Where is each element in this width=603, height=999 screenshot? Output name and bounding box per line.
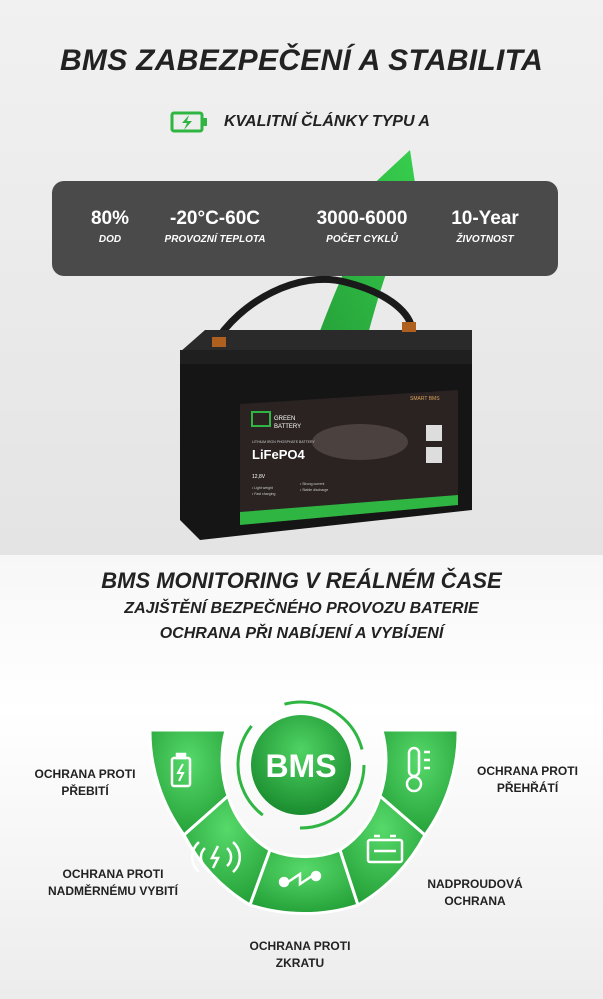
battery-feature-1: • Light weight: [252, 486, 273, 490]
monitoring-line-2: OCHRANA PŘI NABÍJENÍ A VYBÍJENÍ: [159, 625, 444, 642]
label-overcharge: OCHRANA PROTI PŘEBITÍ: [34, 767, 136, 798]
short-circuit-icon: [278, 870, 322, 888]
stats-panel: 80% DOD -20°C-60C PROVOZNÍ TEPLOTA 3000-…: [52, 181, 558, 276]
label-shortcircuit: OCHRANA PROTI ZKRATU: [249, 939, 351, 970]
stat-lifetime: 10-Year ŽIVOTNOST: [451, 208, 519, 245]
battery-smart: SMART BMS: [410, 396, 440, 402]
bms-ring: [236, 700, 366, 830]
thermometer-icon: [405, 746, 430, 793]
page-title: BMS ZABEZPEČENÍ A STABILITA: [59, 44, 544, 77]
bms-core: [251, 715, 351, 815]
label-overdischarge: OCHRANA PROTI NADMĚRNÉMU VYBITÍ: [47, 867, 178, 898]
subtitle: KVALITNÍ ČLÁNKY TYPU A: [224, 113, 430, 130]
monitoring-title: BMS MONITORING V REÁLNÉM ČASE: [101, 568, 502, 593]
battery-icon: [170, 752, 192, 788]
battery-type-small: LITHIUM IRON PHOSPHATE BATTERY: [252, 440, 315, 444]
subtitle-row: KVALITNÍ ČLÁNKY TYPU A: [170, 110, 430, 134]
stat-temperature: -20°C-60C PROVOZNÍ TEPLOTA: [164, 208, 266, 245]
battery-brand-2: BATTERY: [274, 424, 301, 430]
battery-feature-3: • Strong current: [300, 482, 324, 486]
battery-voltage: 12,8V: [252, 474, 266, 480]
stat-cycles: 3000-6000 POČET CYKLŮ: [316, 208, 408, 245]
battery-feature-4: • Stable discharge: [300, 488, 328, 492]
car-battery-icon: [366, 834, 404, 864]
segment-overheat: [378, 728, 460, 838]
battery-chemistry: LiFePO4: [252, 447, 306, 462]
label-overheat: OCHRANA PROTI PŘEHŘÁTÍ: [477, 764, 578, 795]
stat-dod: 80% DOD: [90, 208, 130, 245]
monitoring-line-1: ZAJIŠTĚNÍ BEZPEČNÉHO PROVOZU BATERIE: [124, 600, 479, 617]
battery-brand-1: GREEN: [274, 416, 295, 422]
battery-feature-2: • Fast charging: [252, 492, 275, 496]
label-overcurrent: NADPROUDOVÁ OCHRANA: [427, 877, 523, 908]
battery-image: GREEN BATTERY SMART BMS LITHIUM IRON PHO…: [180, 275, 472, 540]
battery-charge-icon: [170, 111, 207, 133]
bms-center-label: BMS: [265, 748, 336, 784]
wireless-charge-icon: [190, 841, 242, 873]
